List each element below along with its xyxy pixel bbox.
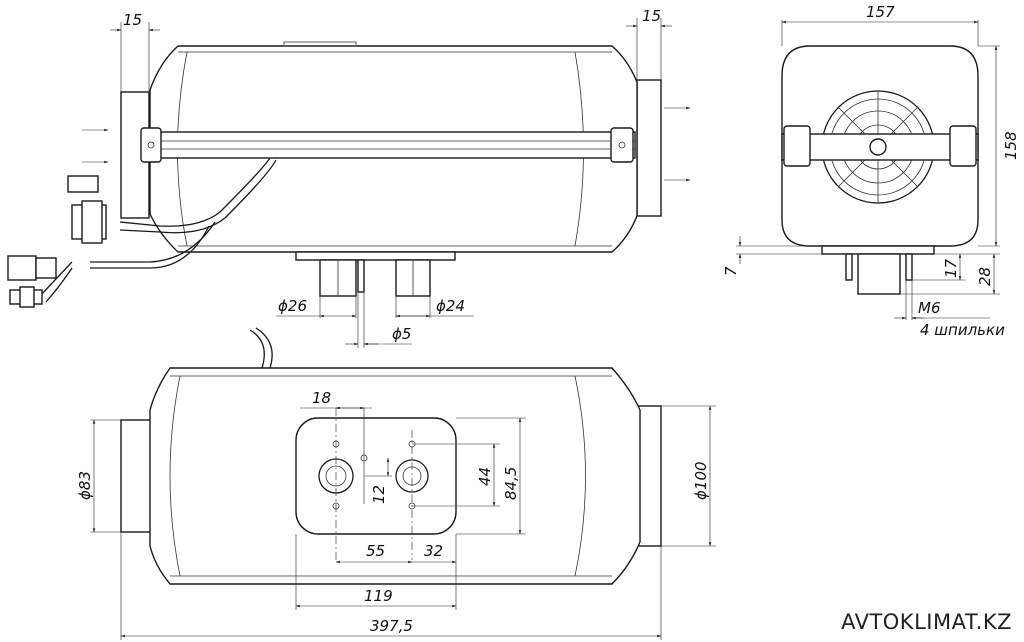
dim-stud-spec: M6 xyxy=(918,299,941,317)
connector-2 xyxy=(7,255,37,281)
bottom-view: 18 12 44 84,5 55 32 119 397,5 xyxy=(76,327,716,640)
dim-offset-28: 28 xyxy=(976,267,994,286)
end-view: 157 158 7 17 28 M6 4 шпильки xyxy=(722,3,1020,339)
dim-total-length: 397,5 xyxy=(370,617,413,635)
tie-rod xyxy=(149,131,636,159)
connector-1 xyxy=(67,175,99,193)
dim-outlet-diameter: ϕ24 xyxy=(436,297,465,315)
drain-tube xyxy=(357,259,365,293)
cable-harness xyxy=(119,157,271,227)
dim-12: 12 xyxy=(370,485,388,504)
dim-plate-width: 119 xyxy=(364,587,393,605)
dim-offset-17: 17 xyxy=(942,258,960,278)
dim-outlet-collar-diameter: ϕ100 xyxy=(692,461,710,500)
dim-flange-right: 15 xyxy=(642,7,661,25)
inlet-collar xyxy=(120,419,152,533)
watermark-text: AVTOKLIMAT.KZ xyxy=(841,610,1012,634)
dim-hole-offset: 18 xyxy=(312,389,331,407)
dim-offset-7: 7 xyxy=(722,266,740,276)
side-view: 15 15 ϕ26 ϕ24 ϕ5 xyxy=(7,7,691,348)
outlet-collar xyxy=(636,405,662,547)
dim-inlet-collar-diameter: ϕ83 xyxy=(76,471,94,500)
dim-drain-diameter: ϕ5 xyxy=(392,325,411,343)
dim-end-width: 157 xyxy=(866,3,895,21)
dim-84-5: 84,5 xyxy=(502,467,520,500)
dim-end-height: 158 xyxy=(1002,131,1020,160)
right-flange xyxy=(636,79,662,217)
dim-pipe-offset-32: 32 xyxy=(424,542,443,560)
bottom-outlet-pipe xyxy=(395,459,429,493)
dim-flange-left: 15 xyxy=(123,11,142,29)
dim-44: 44 xyxy=(476,467,494,486)
mounting-plate xyxy=(295,251,456,261)
stud-count-note: 4 шпильки xyxy=(920,321,1005,339)
dim-inlet-diameter: ϕ26 xyxy=(278,297,307,315)
dim-pipe-spacing-55: 55 xyxy=(366,542,385,560)
